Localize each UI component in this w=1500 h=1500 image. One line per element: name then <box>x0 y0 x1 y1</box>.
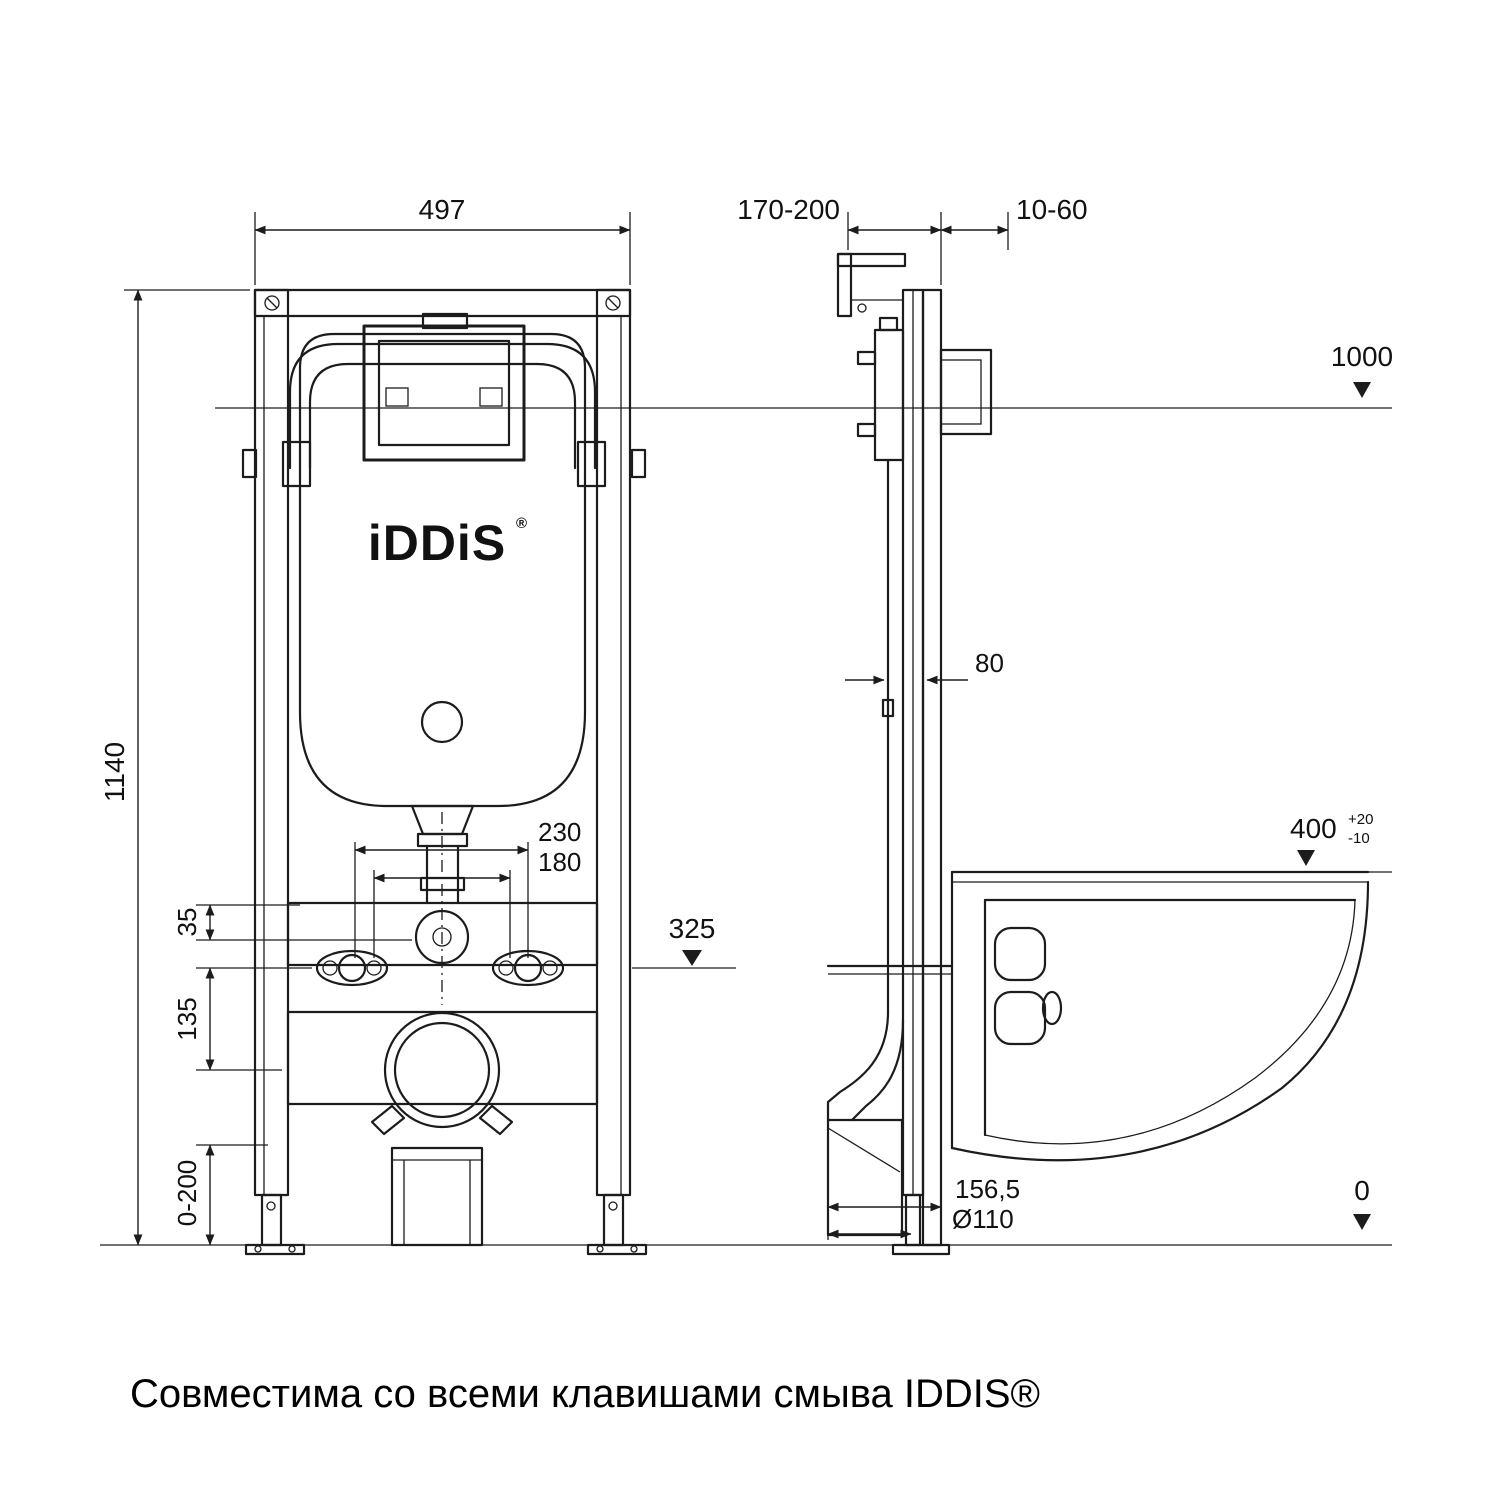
compatibility-caption: Совместима со всеми клавишами смыва IDDI… <box>130 1372 1040 1416</box>
dim-button-height: 1000 <box>1331 341 1393 372</box>
side-view-frame <box>891 288 951 1256</box>
dim-outlet-depth: 156,5 <box>955 1174 1020 1204</box>
flush-valve-button <box>420 700 464 744</box>
dim-bolt-spacing-outer: 230 <box>538 817 581 847</box>
drain-assembly <box>286 1010 599 1136</box>
dim-leg-adjust-range: 0-200 <box>172 1160 202 1227</box>
dim-bowl-tolerance-plus: +20 <box>1348 811 1373 828</box>
logo-registered-mark: ® <box>516 515 527 532</box>
dim-bowl-height: 400 <box>1290 813 1337 844</box>
outlet-elbow <box>826 964 954 1237</box>
side-cistern <box>856 316 905 1014</box>
dim-axis-offset: 135 <box>172 997 202 1040</box>
mounting-plate <box>286 901 599 967</box>
flush-pipe <box>410 804 475 1005</box>
dim-outlet-diameter: Ø110 <box>952 1204 1014 1234</box>
dimensions: 497 1140 230 180 35 135 0-200 325 <box>99 194 1393 1246</box>
dim-floor-level: 0 <box>1354 1175 1370 1206</box>
flush-button-housing <box>939 348 993 436</box>
wall-bracket <box>836 252 907 318</box>
dim-profile-depth: 80 <box>975 648 1004 678</box>
drain-chute <box>390 1146 484 1247</box>
dim-bowl-tolerance-minus: -10 <box>1348 830 1370 847</box>
toilet-bowl <box>950 870 1370 1162</box>
dim-outlet-height: 325 <box>669 913 716 944</box>
logo-text: iDDiS <box>368 515 506 571</box>
brand-logo: iDDiS ® <box>368 515 527 571</box>
reference-lines <box>100 407 1392 1246</box>
front-view-frame <box>244 288 648 1256</box>
dim-bolt-spacing-inner: 180 <box>538 847 581 877</box>
dim-depth-range: 170-200 <box>737 194 840 225</box>
dim-frame-width: 497 <box>419 194 466 225</box>
dim-plate-offset: 35 <box>172 908 202 937</box>
dim-frame-height: 1140 <box>99 742 130 802</box>
bolt-assembly-left <box>315 949 389 987</box>
dim-wall-finish-gap: 10-60 <box>1016 194 1088 225</box>
cistern <box>241 312 647 808</box>
